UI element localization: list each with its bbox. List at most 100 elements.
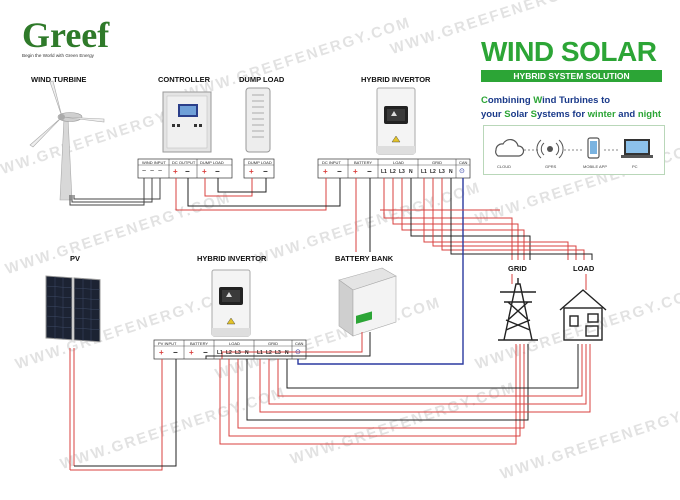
can-port-icon: ⊙ (295, 349, 301, 356)
wire (383, 178, 513, 260)
header-subtitle: HYBRID SYSTEM SOLUTION (481, 70, 662, 82)
dump-load-block-label: DUMP LOAD (248, 160, 272, 165)
terminal-pin: + (202, 167, 207, 176)
inverter-top-terminal-block (317, 158, 471, 179)
dump-load-illustration (245, 87, 271, 153)
cloud-label: CLOUD (497, 164, 512, 169)
wire (286, 344, 579, 389)
terminal-pin: + (323, 167, 328, 176)
pv-input-terminal-label: PV INPUT (158, 341, 177, 346)
wire (187, 178, 341, 207)
slogan-fragment: S (504, 109, 511, 120)
terminal-pin: − (337, 167, 342, 176)
terminal-pin: N (285, 350, 289, 356)
slogan-fragment: winter (587, 109, 616, 120)
terminal-pin: − (263, 167, 268, 176)
wires (69, 178, 593, 471)
slogan-line-2: your Solar Systems for winter and night (481, 109, 661, 120)
wire (205, 332, 371, 359)
wire (297, 178, 464, 365)
wire (204, 178, 253, 197)
terminal-pin: + (159, 348, 164, 357)
wind-turbine-illustration (29, 80, 105, 201)
terminal-pin: − (173, 348, 178, 357)
monitoring-icons (495, 137, 653, 159)
terminal-pin: − (185, 167, 190, 176)
pv-panel-illustration (45, 275, 101, 343)
can-terminal-label: CAN (295, 341, 304, 346)
terminal-pin: − (203, 348, 208, 357)
wire (450, 178, 593, 260)
hybrid-inverter-bottom-illustration (211, 269, 251, 337)
terminal-pin: ~ (150, 168, 155, 175)
can-port-icon: ⊙ (459, 168, 465, 175)
dc-output-terminal-label: DC OUTPUT (172, 160, 196, 165)
terminal-pin: L2 (226, 350, 232, 356)
controller-terminal-block (137, 158, 233, 179)
slogan-fragment: and (615, 109, 638, 120)
wire (237, 344, 525, 429)
grid-tower-icon (498, 278, 538, 341)
terminal-pin: N (245, 350, 249, 356)
wire (259, 344, 591, 413)
brand-logo: Greef (22, 15, 110, 55)
grid-terminal-label: GRID (432, 160, 442, 165)
house-load-icon (559, 289, 607, 341)
terminal-pin: − (215, 167, 220, 176)
battery-terminal-label: BATTERY (190, 341, 209, 346)
load-terminal-label: LOAD (229, 341, 240, 346)
terminal-pin: L3 (235, 350, 241, 356)
wire (392, 178, 519, 260)
hybrid-inverter-top-label: HYBRID INVERTOR (361, 75, 431, 84)
brand-tagline: Begin the World with Green Energy (22, 53, 94, 58)
dumpload-terminal-block (243, 158, 275, 179)
monitoring-panel: CLOUD GPRS MOBILE APP PC (483, 125, 665, 175)
battery-bank-label: BATTERY BANK (335, 254, 394, 263)
wire (217, 178, 267, 193)
slogan-fragment: W (533, 95, 543, 106)
wire (175, 178, 327, 211)
terminal-pin: ~ (142, 168, 147, 175)
pv-label: PV (70, 254, 81, 263)
terminal-pin: + (189, 348, 194, 357)
terminal-pin: L3 (399, 169, 405, 175)
terminal-pin: L1 (217, 350, 223, 356)
terminal-pin: L2 (266, 350, 272, 356)
pc-label: PC (632, 164, 638, 169)
terminal-pin: L2 (390, 169, 396, 175)
load-terminal-label: LOAD (393, 160, 404, 165)
gprs-label: GPRS (545, 164, 557, 169)
wire (228, 344, 521, 437)
inverter-bottom-terminal-block (153, 339, 307, 360)
pc-icon (621, 139, 653, 158)
controller-label: CONTROLLER (158, 75, 211, 84)
terminal-pin: + (173, 167, 178, 176)
terminal-pin: N (409, 169, 413, 175)
battery-bank-illustration (338, 267, 397, 337)
controller-illustration (162, 91, 212, 153)
header-title: WIND SOLAR (481, 36, 657, 67)
wire (219, 344, 517, 445)
terminal-pin: N (449, 169, 453, 175)
dump-load-terminal-label: DUMP LOAD (200, 160, 224, 165)
wire (73, 178, 161, 200)
slogan-fragment: ombining (487, 95, 534, 106)
terminal-pin: + (353, 167, 358, 176)
wire (74, 359, 177, 467)
load-label: LOAD (573, 264, 595, 273)
terminal-pin: L1 (381, 169, 387, 175)
wind-turbine-label: WIND TURBINE (31, 75, 87, 84)
mobile-app-icon (587, 137, 600, 159)
hybrid-inverter-top-illustration (376, 87, 416, 155)
wire (70, 359, 163, 471)
slogan-fragment: C (481, 95, 488, 106)
wire (246, 344, 529, 421)
slogan-fragment: S (530, 109, 537, 120)
wire (441, 178, 585, 260)
wire (432, 178, 577, 260)
terminal-pin: L2 (430, 169, 436, 175)
terminal-pin: L3 (439, 169, 445, 175)
terminal-pin: L1 (257, 350, 263, 356)
